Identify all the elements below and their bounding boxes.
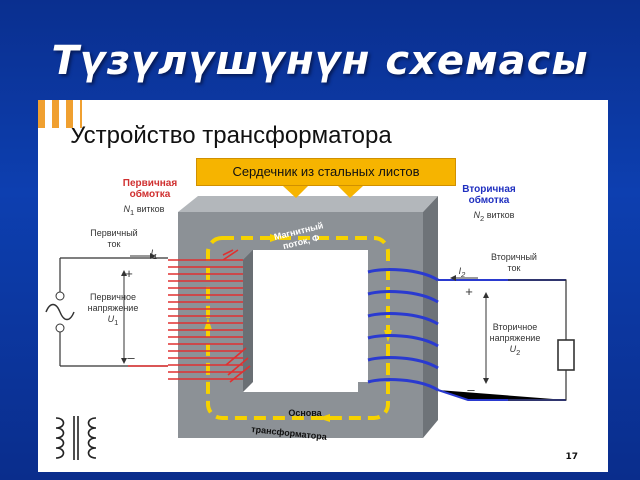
secondary-current-symbol: I2 — [458, 266, 466, 279]
core-side-face — [423, 196, 438, 438]
diagram-title: Устройство трансформатора — [70, 122, 392, 149]
core-label: Сердечник из стальных листов — [196, 158, 456, 186]
secondary-winding-label: Вторичная обмотка — [462, 184, 516, 206]
transformer-diagram — [45, 186, 575, 460]
secondary-minus: – — [467, 382, 475, 397]
flux-arrow-icon — [270, 234, 282, 242]
secondary-plus: + — [465, 284, 473, 299]
base-label: Основа — [288, 408, 322, 418]
primary-coil — [168, 249, 251, 383]
primary-turns: N1 витков — [123, 204, 165, 217]
primary-winding-label: Первичная обмотка — [122, 178, 178, 200]
primary-current-symbol: I1 — [150, 248, 158, 261]
diagram-card: Устройство трансформатора — [38, 100, 608, 472]
secondary-turns: N2 витков — [473, 210, 515, 223]
load-resistor-icon — [557, 339, 575, 371]
core-callout-arrow-icon — [283, 186, 308, 198]
secondary-lead-right — [508, 279, 567, 401]
ac-source-icon — [45, 303, 75, 321]
primary-plus: + — [125, 266, 133, 281]
page-number: 17 — [565, 452, 578, 462]
primary-minus: – — [127, 350, 135, 365]
terminal-icon — [55, 291, 65, 301]
core-top-face — [178, 196, 438, 212]
secondary-coil — [367, 268, 439, 392]
slide-title: Түзүлүшүнүн схемасы — [51, 38, 589, 84]
transformer-symbol-icon — [55, 416, 97, 460]
decorative-checker — [38, 100, 82, 128]
